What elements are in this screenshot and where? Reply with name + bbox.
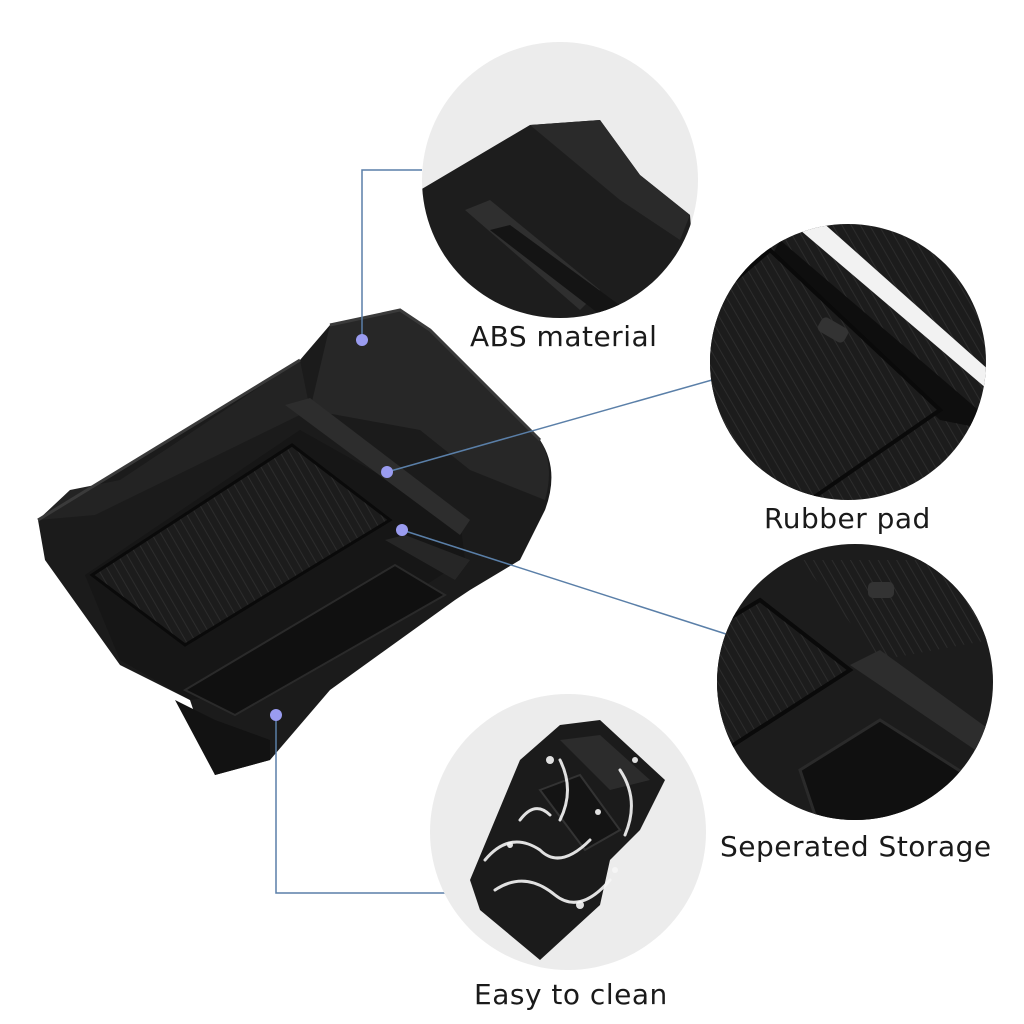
detail-circle-storage xyxy=(717,544,993,820)
callout-line-abs xyxy=(361,169,422,340)
callout-dot-storage xyxy=(396,524,408,536)
label-easy-to-clean: Easy to clean xyxy=(474,978,668,1011)
callout-line-clean xyxy=(275,715,448,894)
label-abs-material: ABS material xyxy=(470,320,658,353)
detail-circle-rubber xyxy=(710,224,986,500)
detail-circle-clean xyxy=(430,694,706,970)
detail-circle-abs xyxy=(422,42,698,318)
callout-line-rubber xyxy=(386,379,713,473)
callout-dot-rubber xyxy=(381,466,393,478)
callout-dot-clean xyxy=(270,709,282,721)
console-tray xyxy=(37,308,552,775)
callout-line-storage xyxy=(401,529,727,635)
label-seperated-storage: Seperated Storage xyxy=(720,830,992,863)
callout-lines xyxy=(275,169,727,894)
label-rubber-pad: Rubber pad xyxy=(764,502,931,535)
callout-dot-abs xyxy=(356,334,368,346)
callout-dots xyxy=(270,334,408,721)
